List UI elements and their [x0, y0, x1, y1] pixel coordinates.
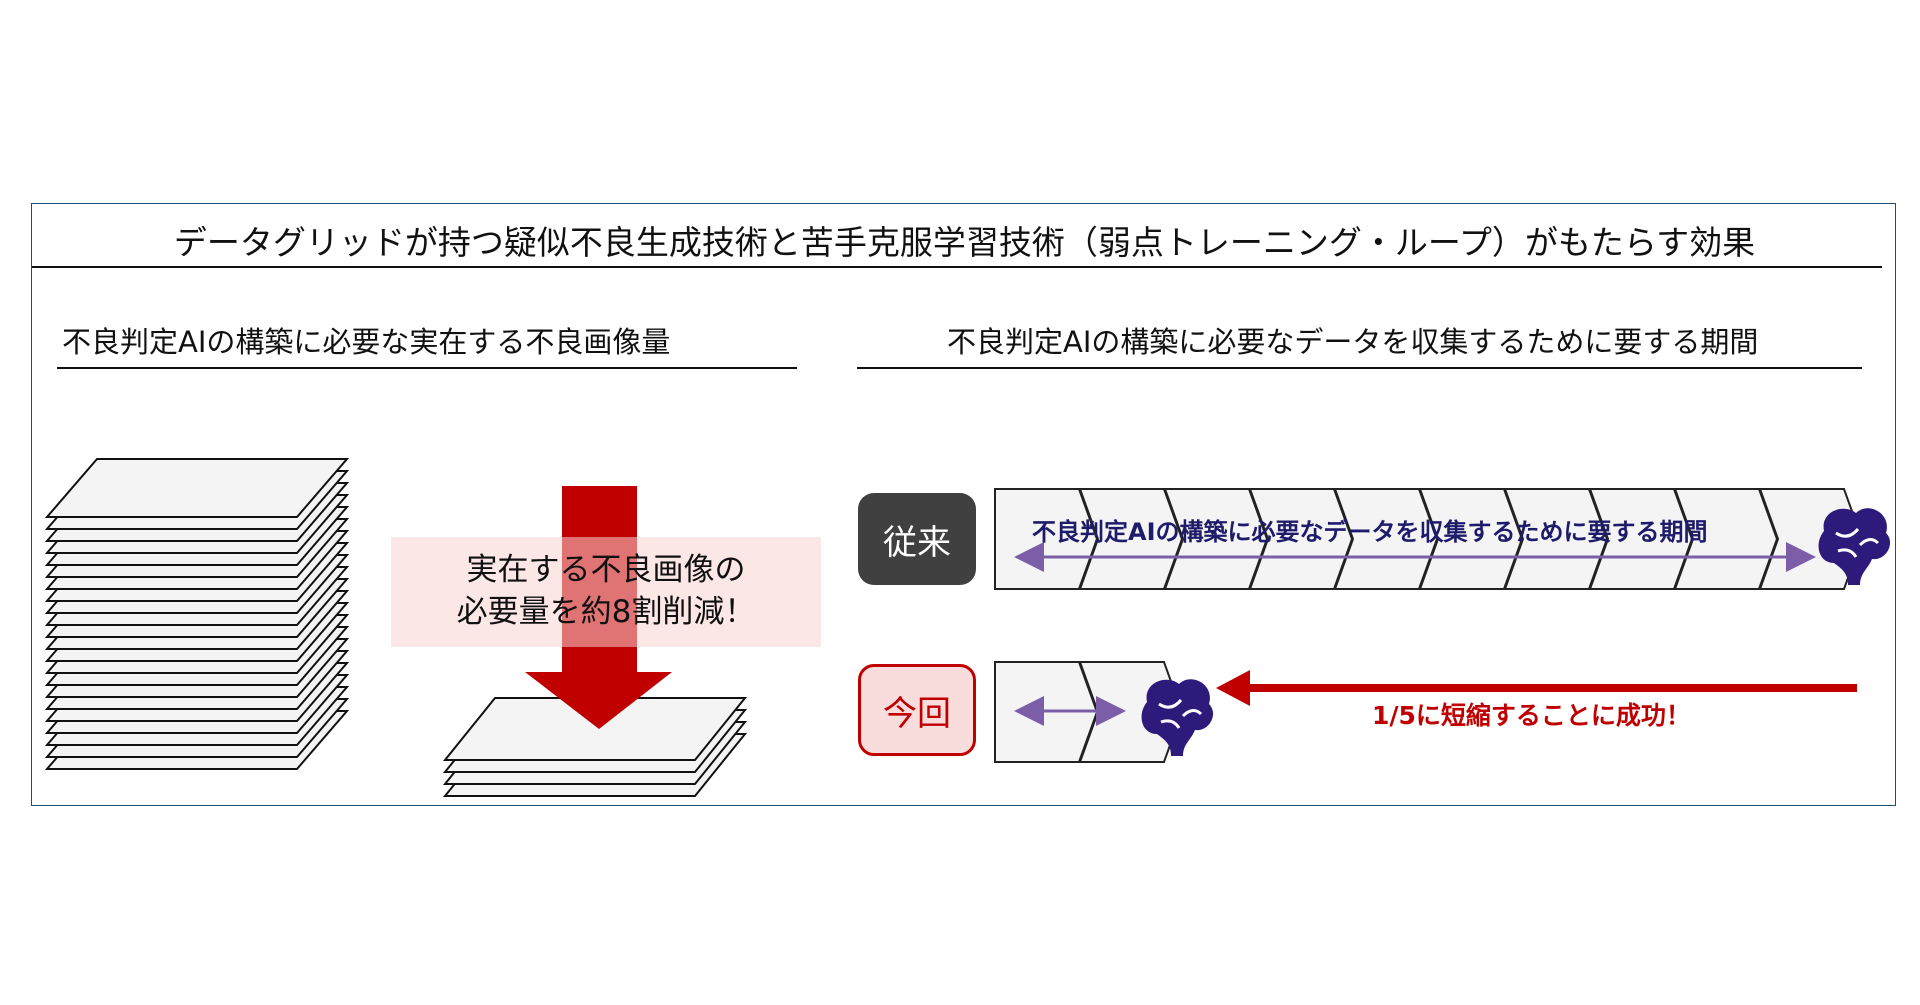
left-arrow-icon	[1216, 670, 1857, 706]
title-underline	[32, 266, 1882, 268]
image-sheet	[44, 458, 350, 518]
before-label: 従来	[858, 493, 976, 585]
process-period-label: 不良判定AIの構築に必要なデータを収集するために要する期間	[1032, 518, 1708, 546]
right-heading: 不良判定AIの構築に必要なデータを収集するために要する期間	[947, 325, 1759, 359]
reduction-callout: 実在する不良画像の 必要量を約8割削減！	[391, 537, 821, 647]
brain-icon	[1818, 508, 1891, 585]
right-heading-underline	[857, 367, 1862, 369]
left-heading-underline	[57, 367, 797, 369]
callout-line-1: 実在する不良画像の	[466, 552, 746, 588]
large-image-stack	[44, 458, 350, 770]
now-label: 今回	[858, 664, 976, 756]
callout-line-2: 必要量を約8割削減！	[456, 594, 756, 630]
figure-title: データグリッドが持つ疑似不良生成技術と苦手克服学習技術（弱点トレーニング・ループ…	[173, 223, 1756, 262]
brain-icon	[1141, 679, 1214, 756]
figure-frame: データグリッドが持つ疑似不良生成技術と苦手克服学習技術（弱点トレーニング・ループ…	[31, 203, 1896, 806]
small-image-stack	[442, 697, 748, 797]
diagram-canvas	[44, 458, 1891, 797]
left-heading: 不良判定AIの構築に必要な実在する不良画像量	[62, 325, 671, 359]
image-sheet	[442, 697, 748, 761]
success-label: 1/5に短縮することに成功！	[1372, 701, 1691, 730]
